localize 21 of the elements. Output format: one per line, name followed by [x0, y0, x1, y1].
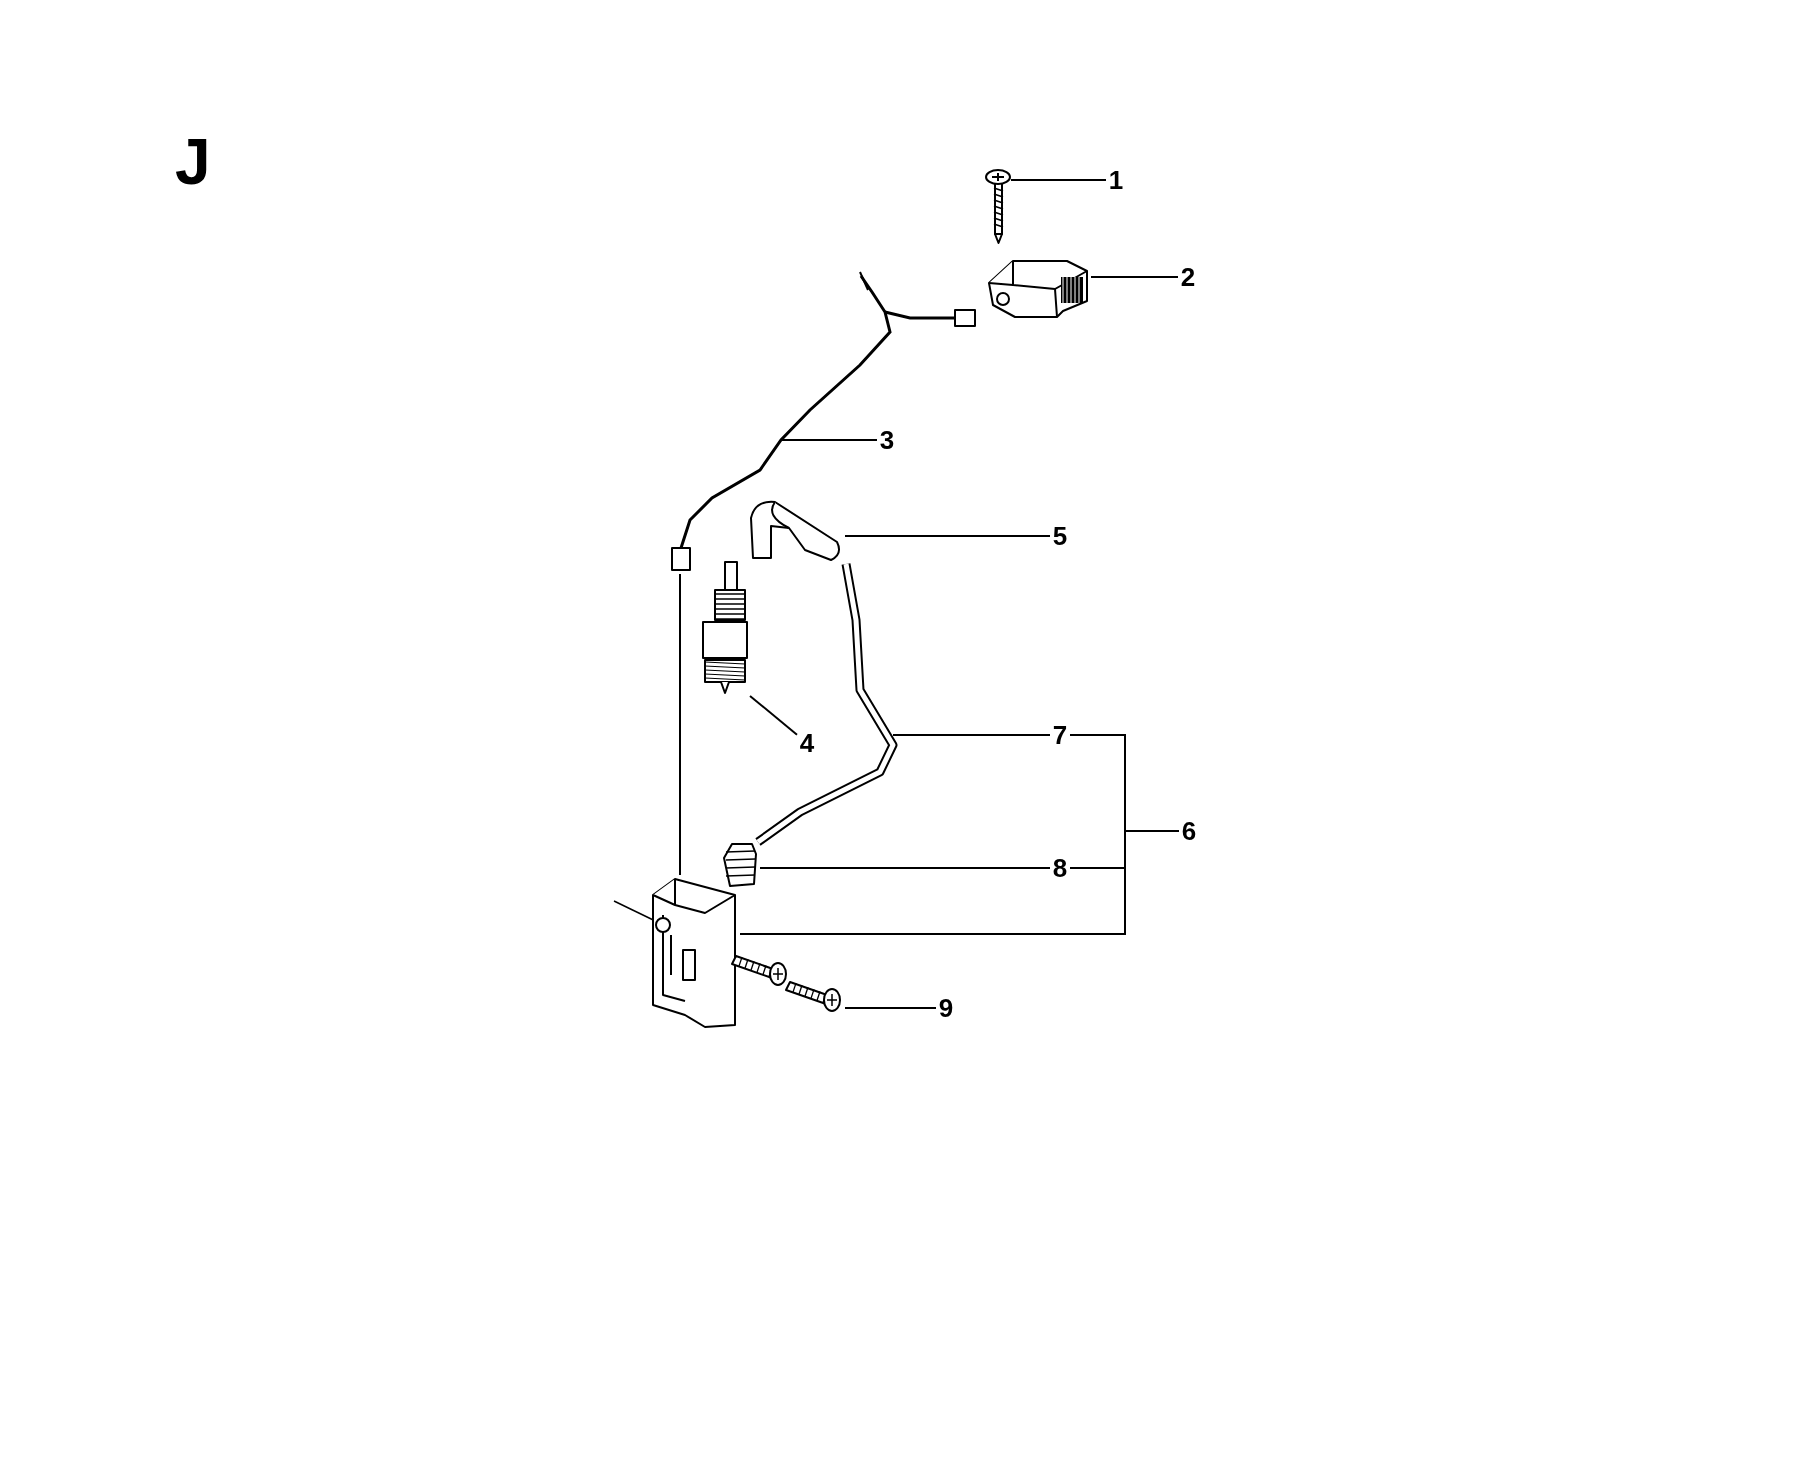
leader-line	[759, 867, 1051, 869]
bracket	[1069, 830, 1180, 869]
leader-line	[844, 535, 1051, 537]
callout-number: 7	[1052, 722, 1068, 748]
callout-number: 1	[1108, 167, 1124, 193]
leader-line	[1010, 179, 1107, 181]
leader-line	[749, 694, 798, 736]
leader-line	[1090, 276, 1179, 278]
screw-drawing	[985, 168, 1011, 244]
callout-number: 6	[1181, 818, 1197, 844]
callout-number: 8	[1052, 855, 1068, 881]
assembly-line	[679, 573, 681, 876]
leader-line	[781, 439, 878, 441]
callout-number: 9	[938, 995, 954, 1021]
leader-line	[892, 734, 1051, 736]
callout-number: 5	[1052, 523, 1068, 549]
leader-line	[844, 1007, 937, 1009]
section-letter: J	[175, 130, 211, 194]
callout-number: 3	[879, 427, 895, 453]
callout-number: 4	[799, 730, 815, 756]
callout-number: 2	[1180, 264, 1196, 290]
